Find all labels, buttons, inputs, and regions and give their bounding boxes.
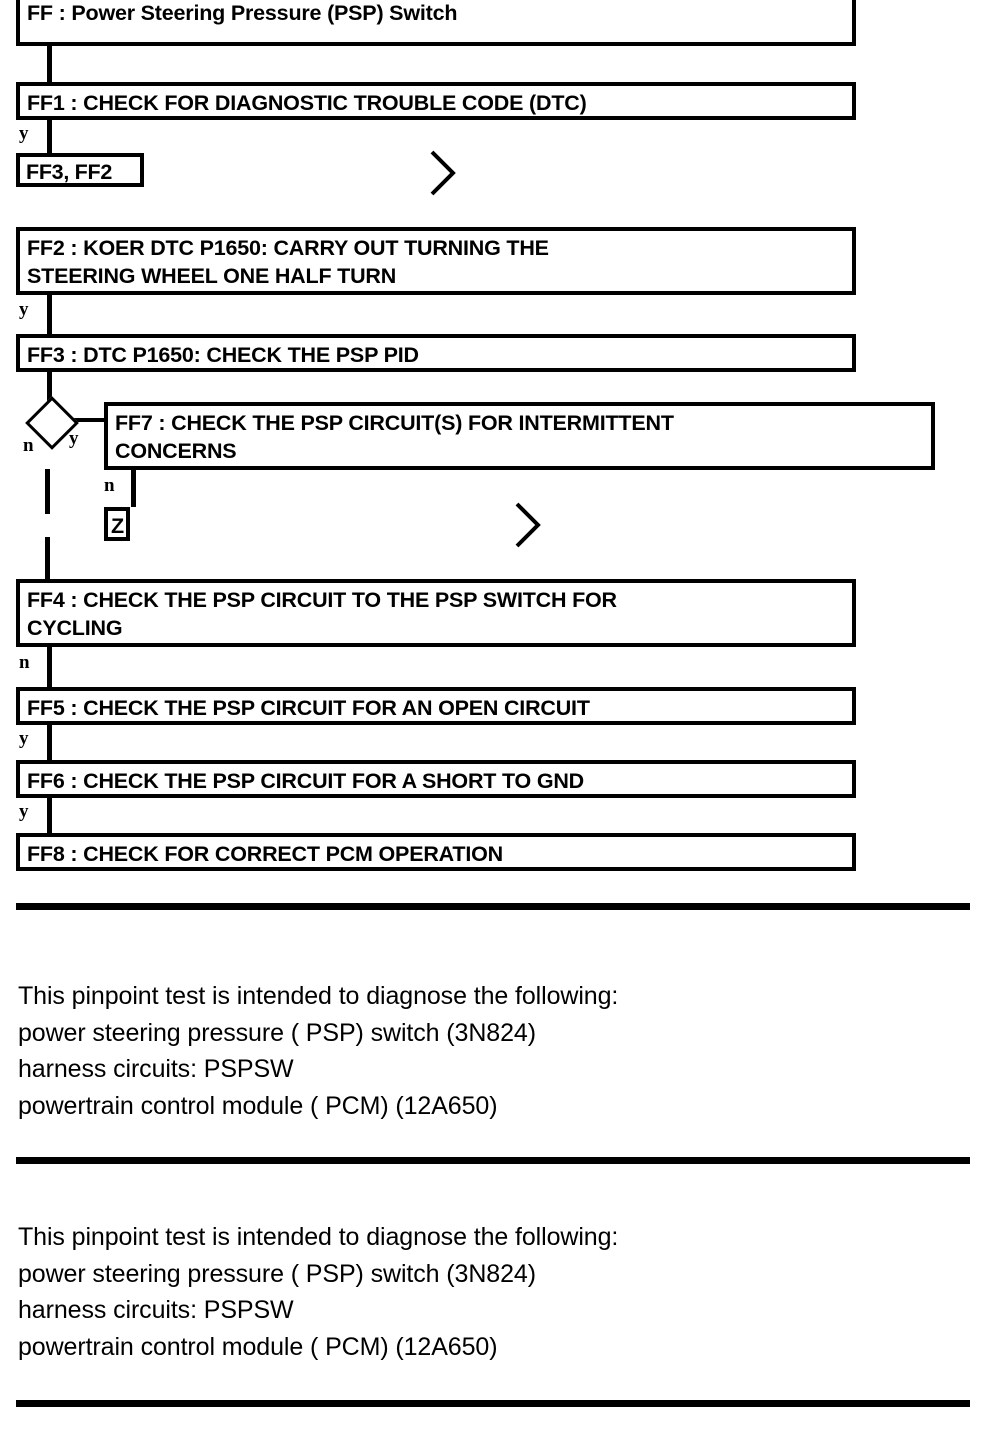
node-ff2[interactable]: FF2 : KOER DTC P1650: CARRY OUT TURNING …	[16, 227, 856, 295]
connector-ff1-to-ref1	[47, 120, 52, 153]
pinpoint-test-flowchart: FF : Power Steering Pressure (PSP) Switc…	[16, 0, 935, 871]
connector-decision-no-segment-2	[45, 537, 50, 579]
node-ff1[interactable]: FF1 : CHECK FOR DIAGNOSTIC TROUBLE CODE …	[16, 82, 856, 120]
pinpoint-description-1: This pinpoint test is intended to diagno…	[18, 982, 619, 1120]
chevron-right-icon-mid	[513, 500, 543, 550]
connector-ff6-to-ff8	[47, 798, 52, 833]
node-ff4[interactable]: FF4 : CHECK THE PSP CIRCUIT TO THE PSP S…	[16, 579, 856, 647]
branch-label-decision-yes: y	[69, 428, 79, 449]
node-ff7[interactable]: FF7 : CHECK THE PSP CIRCUIT(S) FOR INTER…	[104, 402, 935, 470]
connector-ff3-to-decision	[47, 372, 52, 403]
pinpoint-description-2: This pinpoint test is intended to diagno…	[18, 1223, 619, 1361]
branch-label-ff6-yes: y	[19, 801, 29, 822]
connector-decision-to-ff7	[66, 418, 110, 422]
branch-label-ff5-yes: y	[19, 728, 29, 749]
node-ff-title[interactable]: FF : Power Steering Pressure (PSP) Switc…	[16, 0, 856, 46]
node-ref-ff3-ff2[interactable]: FF3, FF2	[16, 153, 144, 187]
connector-ff2-to-ff3	[47, 295, 52, 334]
section-divider-2	[16, 1157, 970, 1164]
connector-ff5-to-ff6	[47, 725, 52, 760]
section-divider-1	[16, 903, 970, 910]
node-ff5[interactable]: FF5 : CHECK THE PSP CIRCUIT FOR AN OPEN …	[16, 687, 856, 725]
node-ff8[interactable]: FF8 : CHECK FOR CORRECT PCM OPERATION	[16, 833, 856, 871]
connector-ff7-to-ref2	[131, 470, 136, 507]
node-ref-z[interactable]: Z	[104, 507, 130, 541]
branch-label-ff4-no: n	[19, 652, 30, 673]
connector-ff-to-ff1	[47, 46, 52, 82]
branch-label-ff7-no: n	[104, 475, 115, 496]
branch-label-decision-no: n	[23, 435, 34, 456]
node-ff6[interactable]: FF6 : CHECK THE PSP CIRCUIT FOR A SHORT …	[16, 760, 856, 798]
connector-ff4-to-ff5	[47, 647, 52, 687]
chevron-right-icon-top	[428, 148, 458, 198]
branch-label-ff1-yes: y	[19, 123, 29, 144]
section-divider-3	[16, 1400, 970, 1407]
connector-decision-no-segment-1	[45, 469, 50, 514]
branch-label-ff2-yes: y	[19, 299, 29, 320]
node-ff3[interactable]: FF3 : DTC P1650: CHECK THE PSP PID	[16, 334, 856, 372]
